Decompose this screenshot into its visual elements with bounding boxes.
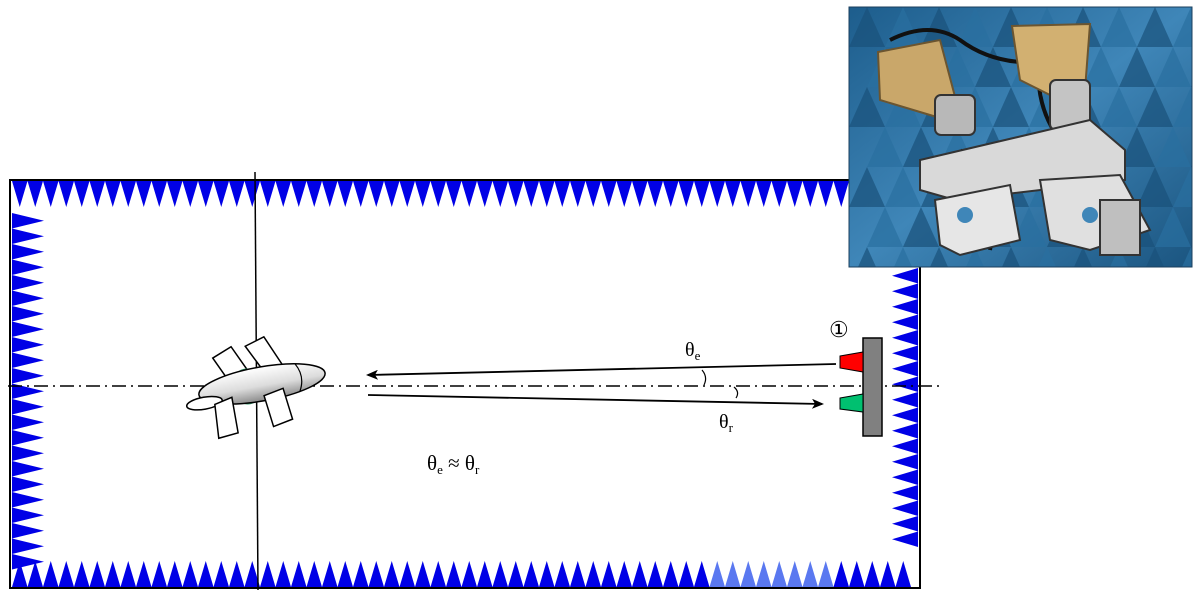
theta-relation-label: θe ≈ θr: [427, 451, 480, 477]
antenna-mount: [863, 338, 882, 436]
transmit-horn: [840, 352, 863, 372]
chamber-outline: [10, 180, 920, 588]
anechoic-chamber-horn-antennas-photo: [849, 7, 1200, 287]
absorber-left-wall: [12, 213, 44, 570]
antenna-number-label: ①: [829, 317, 849, 342]
